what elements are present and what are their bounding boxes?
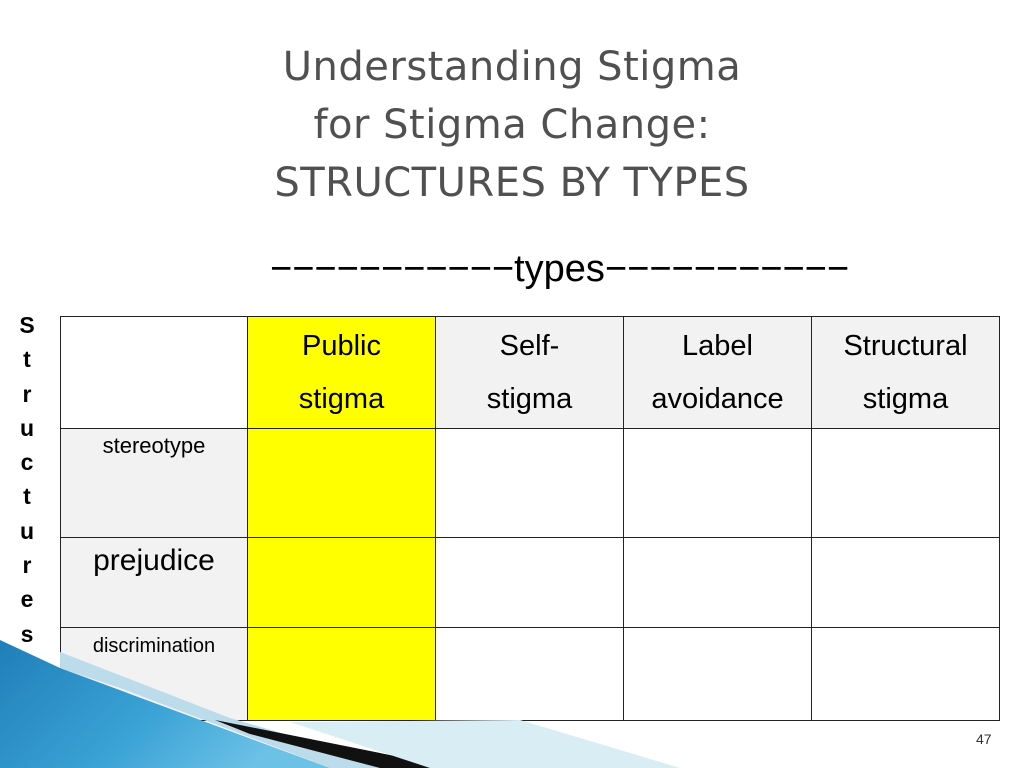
col-header-line: stigma xyxy=(298,383,385,415)
table-cell xyxy=(435,428,624,538)
structures-letter: c xyxy=(20,449,34,476)
swoosh-blue-shape xyxy=(0,640,330,768)
col-header-line: Structural xyxy=(843,330,968,362)
table-row: prejudice xyxy=(60,537,1000,628)
row-label-prejudice: prejudice xyxy=(60,537,248,628)
page-number: 47 xyxy=(976,731,992,747)
col-header-self-stigma: Self- stigma xyxy=(435,316,624,429)
swoosh-pale-band xyxy=(290,720,680,768)
decorative-swoosh xyxy=(0,640,680,768)
corner-cell xyxy=(60,316,248,429)
table-cell xyxy=(623,428,812,538)
table-cell xyxy=(811,537,1000,628)
header-row: Public stigma Self- stigma Label avoidan… xyxy=(60,316,1000,429)
structures-letter: t xyxy=(23,346,31,373)
structures-letter: r xyxy=(22,380,32,407)
structures-axis-label: S t r u c t u r e s xyxy=(12,308,42,651)
stigma-grid-table: Public stigma Self- stigma Label avoidan… xyxy=(60,316,1000,721)
slide-title: Understanding Stigma for Stigma Change: … xyxy=(150,38,874,212)
title-line-2: for Stigma Change: xyxy=(313,102,711,148)
col-header-line: avoidance xyxy=(651,383,784,415)
table-cell xyxy=(623,537,812,628)
table-cell xyxy=(811,428,1000,538)
col-header-public-stigma: Public stigma xyxy=(247,316,436,429)
types-axis-label: −−−−−−−−−−−types−−−−−−−−−−− xyxy=(270,248,850,290)
table-row: stereotype xyxy=(60,428,1000,538)
table-cell xyxy=(247,627,436,721)
structures-letter: u xyxy=(19,517,35,544)
col-header-line: Public xyxy=(302,330,381,362)
col-header-structural-stigma: Structural stigma xyxy=(811,316,1000,429)
col-header-line: Self- xyxy=(499,330,560,362)
col-header-line: stigma xyxy=(862,383,949,415)
structures-letter: s xyxy=(20,620,34,647)
title-line-3: STRUCTURES BY TYPES xyxy=(274,160,750,206)
structures-letter: u xyxy=(19,414,35,441)
table-cell xyxy=(435,537,624,628)
structures-letter: S xyxy=(19,312,35,338)
table-cell xyxy=(247,428,436,538)
structures-letter: r xyxy=(22,552,32,579)
col-header-label-avoidance: Label avoidance xyxy=(623,316,812,429)
structures-letter: t xyxy=(23,483,31,510)
col-header-line: stigma xyxy=(486,383,573,415)
table-cell xyxy=(435,627,624,721)
structures-letter: e xyxy=(20,586,34,613)
col-header-line: Label xyxy=(682,330,753,362)
table-cell xyxy=(623,627,812,721)
row-label-stereotype: stereotype xyxy=(60,428,248,538)
title-line-1: Understanding Stigma xyxy=(282,44,742,90)
table-cell xyxy=(811,627,1000,721)
table-cell xyxy=(247,537,436,628)
